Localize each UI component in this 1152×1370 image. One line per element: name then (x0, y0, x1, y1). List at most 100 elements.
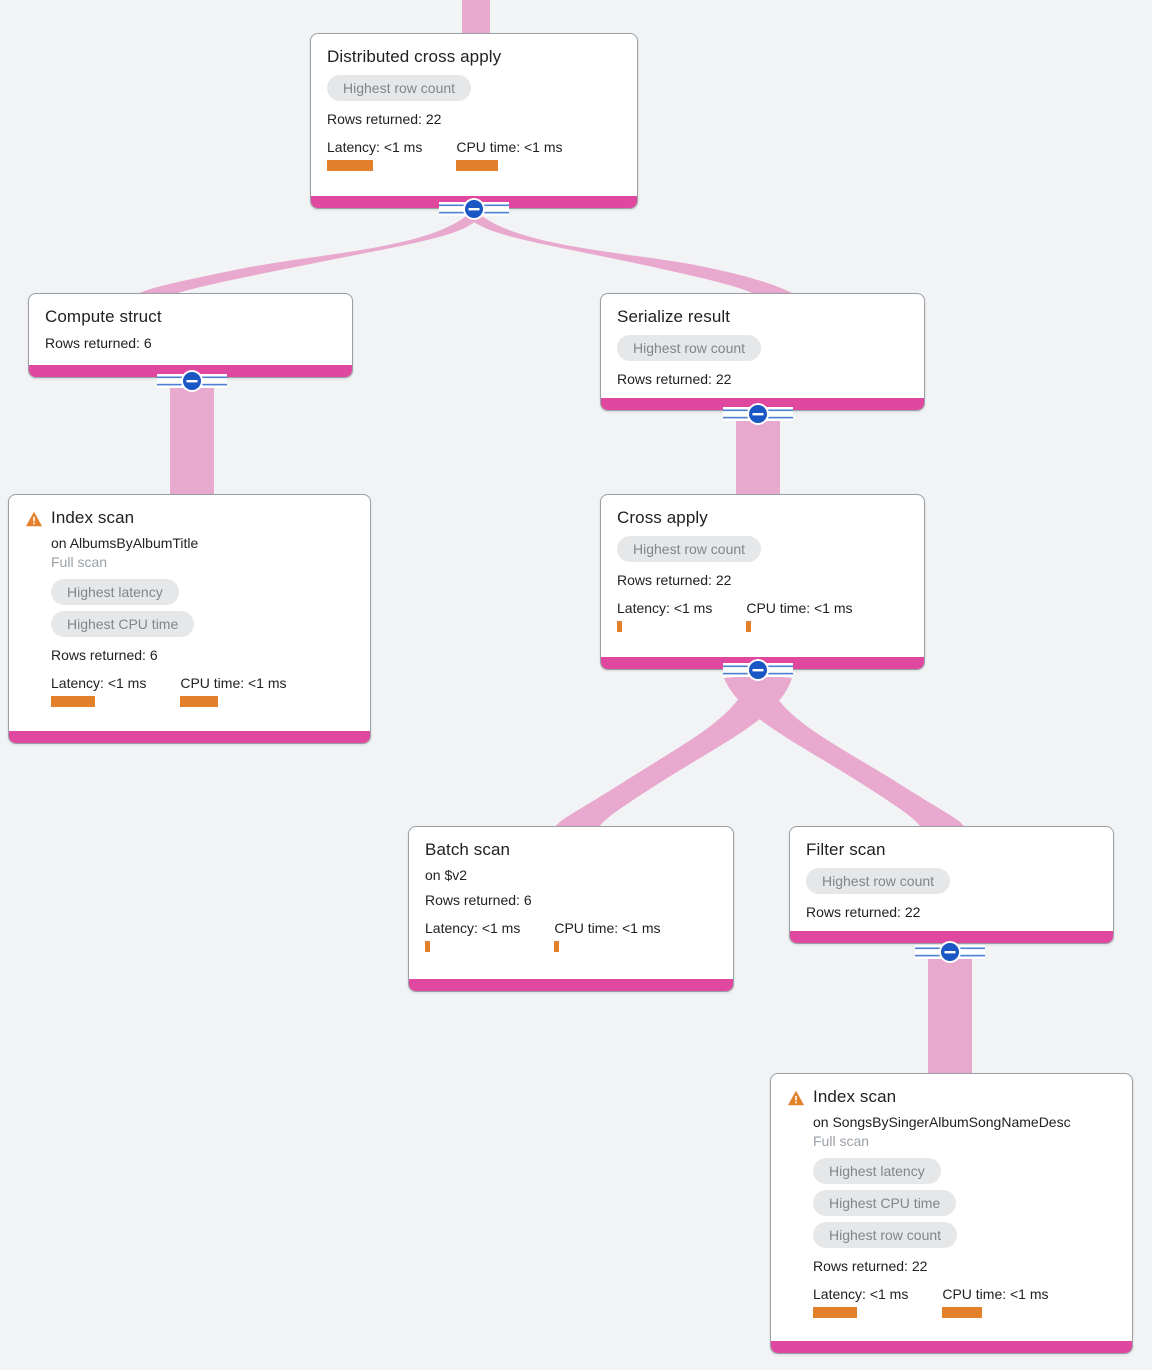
edge-dca-to-compute-struct (140, 213, 478, 293)
rows-returned: Rows returned: 22 (813, 1258, 928, 1274)
node-chip-list: Highest row count (617, 332, 908, 364)
node-metrics: Latency: <1 ms CPU time: <1 ms (617, 599, 908, 632)
node-title: Batch scan (425, 840, 511, 859)
edge-dca-to-serialize-result (470, 213, 792, 293)
node-chip-list: Highest row count (806, 865, 1097, 897)
node-title: Filter scan (806, 840, 886, 859)
node-title: Cross apply (617, 508, 708, 527)
latency-label: Latency: <1 ms (425, 920, 521, 936)
node-title: Index scan (813, 1087, 897, 1106)
node-metrics: Latency: <1 ms CPU time: <1 ms (25, 674, 354, 707)
node-title: Distributed cross apply (327, 47, 502, 66)
node-chip-list: Highest row count (327, 72, 621, 104)
node-header: Distributed cross apply (327, 46, 621, 68)
cpu-bar (554, 941, 560, 952)
collapse-button-distributed-cross-apply[interactable] (439, 198, 509, 220)
cpu-bar (746, 621, 752, 632)
cpu-label: CPU time: <1 ms (746, 600, 853, 616)
cpu-label: CPU time: <1 ms (456, 139, 563, 155)
node-chip[interactable]: Highest CPU time (51, 611, 195, 637)
node-chip-list: Highest row count (617, 533, 908, 565)
latency-label: Latency: <1 ms (327, 139, 423, 155)
minus-icon (915, 941, 985, 963)
node-chip[interactable]: Highest latency (51, 579, 179, 605)
latency-bar (425, 941, 430, 952)
minus-icon (723, 659, 793, 681)
rows-returned: Rows returned: 6 (425, 892, 532, 908)
node-chip[interactable]: Highest row count (617, 536, 762, 562)
rows-returned: Rows returned: 6 (51, 647, 158, 663)
node-header: Serialize result (617, 306, 908, 328)
node-subtitle: on AlbumsByAlbumTitle (51, 535, 199, 551)
node-header: Index scan (25, 507, 354, 529)
warning-triangle-icon (25, 511, 43, 527)
cpu-bar (456, 160, 499, 171)
node-scan-note: Full scan (813, 1133, 870, 1149)
latency-bar (813, 1307, 857, 1318)
latency-metric: Latency: <1 ms (617, 599, 712, 632)
node-chip[interactable]: Highest row count (813, 1222, 958, 1248)
cpu-bar (942, 1307, 983, 1318)
cpu-label: CPU time: <1 ms (180, 675, 287, 691)
edge-cross-apply-to-batch-scan (556, 674, 792, 826)
edge-root-stub (462, 0, 490, 33)
node-subtitle: on $v2 (425, 867, 468, 883)
collapse-button-filter-scan[interactable] (915, 941, 985, 963)
cpu-bar (180, 696, 219, 707)
latency-bar (51, 696, 95, 707)
node-footer-bar (771, 1341, 1132, 1353)
cpu-label: CPU time: <1 ms (554, 920, 661, 936)
edge-cross-apply-to-filter-scan (724, 674, 964, 826)
node-metrics: Latency: <1 ms CPU time: <1 ms (327, 138, 621, 171)
cpu-metric: CPU time: <1 ms (456, 138, 563, 171)
node-chip[interactable]: Highest row count (806, 868, 951, 894)
node-footer-bar (790, 931, 1113, 943)
node-chip[interactable]: Highest latency (813, 1158, 941, 1184)
collapse-button-compute-struct[interactable] (157, 370, 227, 392)
latency-label: Latency: <1 ms (617, 600, 713, 616)
edge-filter-scan-to-index-scan-songs (928, 956, 972, 1073)
edge-serialize-result-to-cross-apply (736, 418, 780, 494)
cpu-label: CPU time: <1 ms (942, 1286, 1049, 1302)
latency-metric: Latency: <1 ms (51, 674, 146, 707)
rows-returned: Rows returned: 22 (617, 572, 732, 588)
node-scan-note: Full scan (51, 554, 108, 570)
latency-metric: Latency: <1 ms (327, 138, 422, 171)
minus-icon (723, 403, 793, 425)
node-title: Serialize result (617, 307, 731, 326)
minus-icon (439, 198, 509, 220)
latency-bar (617, 621, 622, 632)
minus-icon (157, 370, 227, 392)
node-chip[interactable]: Highest row count (327, 75, 472, 101)
node-chip[interactable]: Highest row count (617, 335, 762, 361)
collapse-button-serialize-result[interactable] (723, 403, 793, 425)
node-header: Cross apply (617, 507, 908, 529)
node-title: Index scan (51, 508, 135, 527)
latency-metric: Latency: <1 ms (425, 919, 520, 952)
node-chip[interactable]: Highest CPU time (813, 1190, 957, 1216)
node-header: Batch scan (425, 839, 717, 861)
collapse-button-cross-apply[interactable] (723, 659, 793, 681)
node-metrics: Latency: <1 ms CPU time: <1 ms (425, 919, 717, 952)
node-footer-bar (9, 731, 370, 743)
rows-returned: Rows returned: 22 (327, 111, 442, 127)
